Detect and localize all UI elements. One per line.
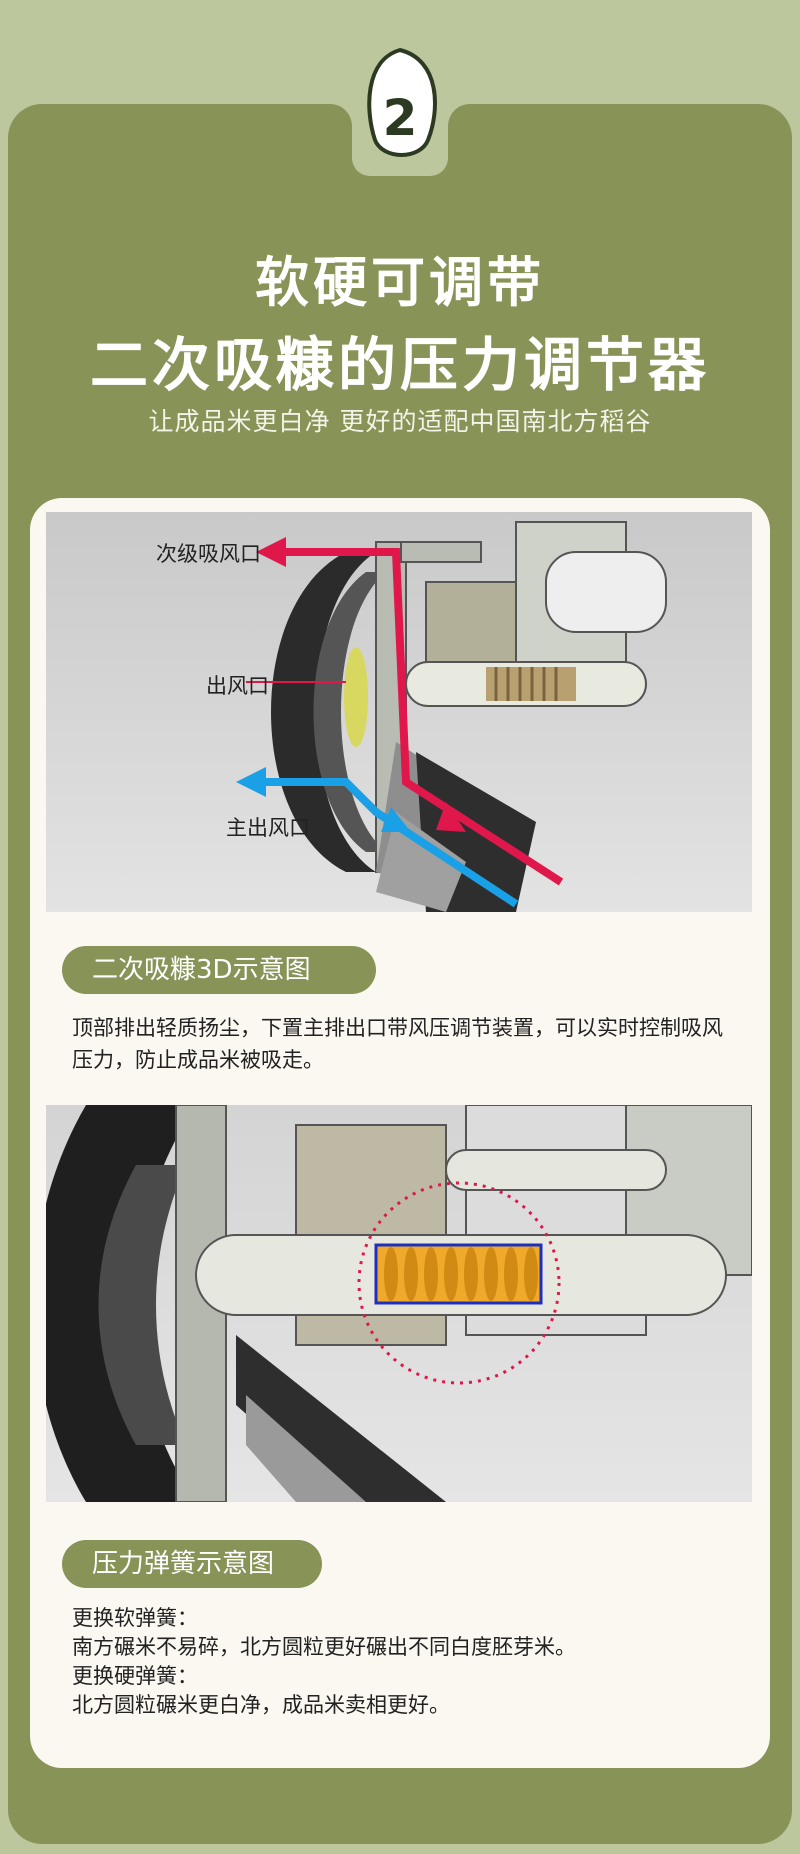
title-line-1: 软硬可调带: [255, 251, 545, 314]
spring-line-soft-desc: 南方碾米不易碎，北方圆粒更好碾出不同白度胚芽米。: [72, 1635, 576, 1659]
rice-grain-icon: [367, 47, 437, 157]
label-outlet: 出风口: [206, 674, 269, 698]
subtitle: 让成品米更白净 更好的适配中国南北方稻谷: [148, 407, 652, 436]
suction-diagram-art: [236, 521, 667, 912]
suction-3d-diagram: 次级吸风口 出风口 主出风口: [46, 512, 752, 912]
label-main-outlet: 主出风口: [226, 816, 310, 840]
tab-notch-right: [448, 104, 470, 126]
pressure-spring-diagram: [46, 1105, 752, 1502]
spring-line-hard-title: 更换硬弹簧：: [72, 1664, 198, 1688]
label-secondary-inlet: 次级吸风口: [156, 542, 261, 566]
caption-spring-diagram: 压力弹簧示意图: [62, 1540, 322, 1588]
spring-diagram-art: [46, 1105, 752, 1502]
section-number: 2: [382, 89, 418, 147]
spring-line-soft-title: 更换软弹簧：: [72, 1606, 198, 1630]
title-line-2: 二次吸糠的压力调节器: [89, 331, 710, 399]
tab-notch-left: [330, 104, 352, 126]
caption-suction-diagram: 二次吸糠3D示意图: [62, 946, 376, 994]
description-spring: 更换软弹簧： 南方碾米不易碎，北方圆粒更好碾出不同白度胚芽米。 更换硬弹簧： 北…: [72, 1604, 732, 1720]
spring-line-hard-desc: 北方圆粒碾米更白净，成品米卖相更好。: [72, 1693, 450, 1717]
description-suction: 顶部排出轻质扬尘，下置主排出口带风压调节装置，可以实时控制吸风压力，防止成品米被…: [72, 1016, 723, 1072]
